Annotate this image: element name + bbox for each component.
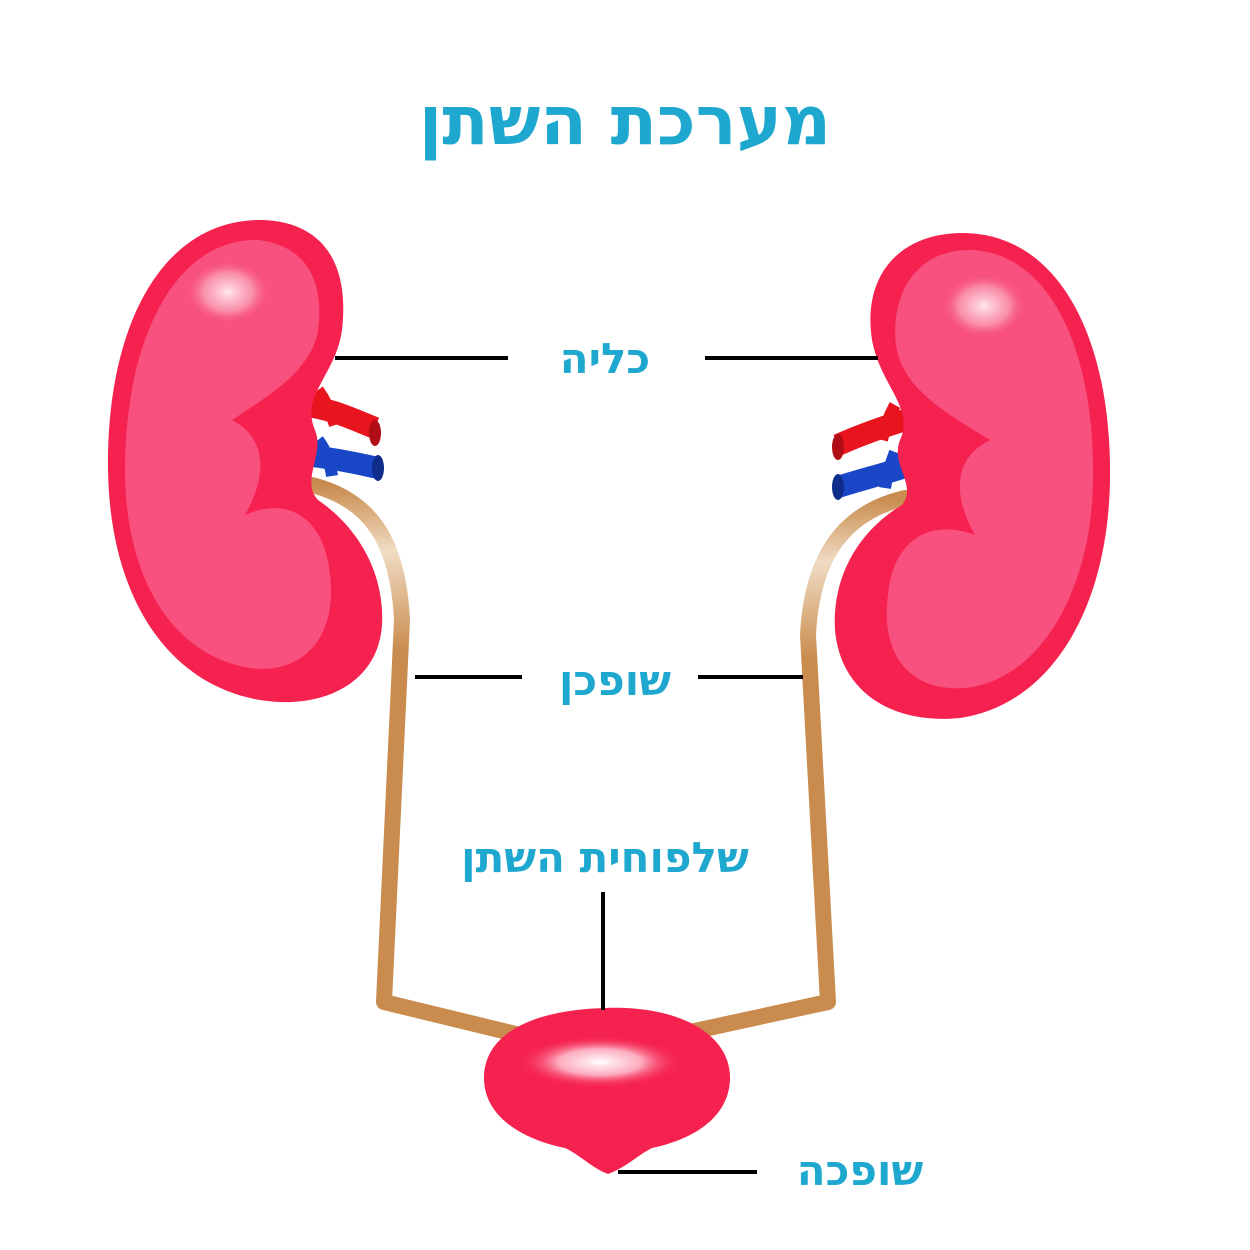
left-kidney-cortex — [125, 239, 332, 669]
right-ureter — [682, 490, 913, 1040]
right-kidney-highlight — [942, 274, 1026, 338]
bladder-label: שלפוחית השתן — [461, 833, 749, 882]
bladder — [484, 1007, 731, 1174]
right-renal-artery — [833, 409, 909, 456]
urethra-label: שופכה — [796, 1146, 924, 1195]
kidney-label: כליה — [559, 334, 651, 383]
right-kidney-cortex — [886, 249, 1094, 689]
left-kidney — [107, 219, 383, 703]
bladder-body — [484, 1007, 731, 1174]
bladder-highlight — [518, 1036, 682, 1088]
ureter-label: שופכן — [558, 656, 672, 705]
diagram-title: מערכת השתן — [418, 82, 832, 161]
leader-lines — [335, 356, 878, 1174]
left-kidney-highlight — [186, 260, 270, 324]
left-renal-vein — [303, 444, 381, 479]
right-renal-vein — [834, 457, 906, 498]
ureters — [304, 477, 913, 1043]
left-ureter — [304, 477, 528, 1043]
right-kidney-vessels — [832, 402, 909, 500]
right-kidney — [834, 232, 1111, 719]
